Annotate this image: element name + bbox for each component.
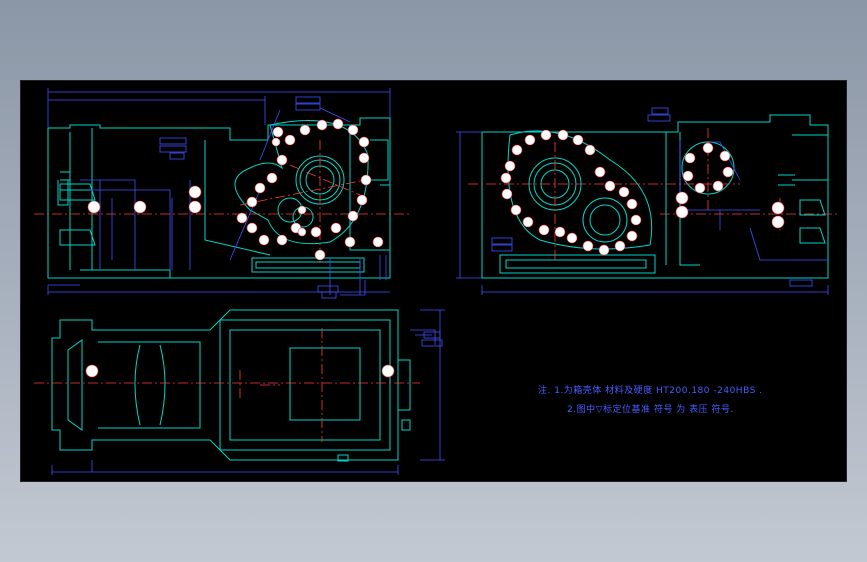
technical-note-line-1: 注. 1.为箱壳体 材料及硬度 HT200.180 -240HBS . (538, 386, 763, 396)
side-view-right (456, 107, 840, 295)
front-view-left (34, 88, 410, 299)
plan-view-bottom (34, 309, 445, 475)
cad-drawing (20, 80, 847, 482)
technical-note-line-2: 2.图中▽标定位基准 符号 为 表压 符号. (567, 405, 734, 415)
cad-drawing-area[interactable]: 注. 1.为箱壳体 材料及硬度 HT200.180 -240HBS . 2.图中… (20, 80, 847, 482)
